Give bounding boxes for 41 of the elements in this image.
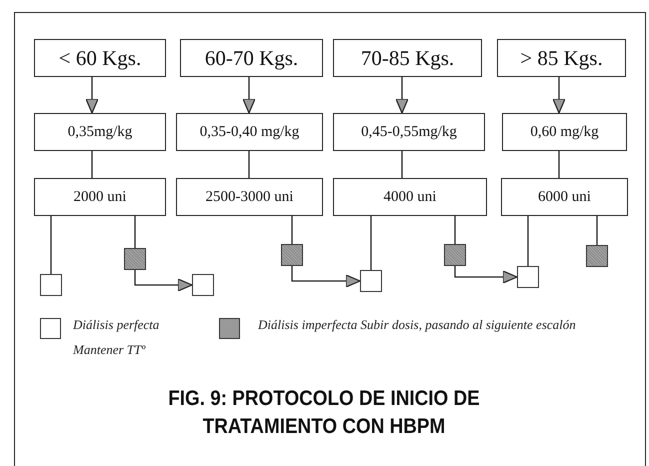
connector-line — [558, 151, 560, 178]
shaded-square-marker — [281, 244, 303, 266]
process-box: 0,45-0,55mg/kg — [333, 113, 485, 151]
empty-square-marker — [517, 266, 539, 288]
process-box: 0,35-0,40 mg/kg — [176, 113, 323, 151]
connector-line — [91, 151, 93, 178]
arrow — [552, 77, 566, 114]
connector-line — [370, 216, 372, 270]
empty-square-marker — [40, 274, 62, 296]
legend-text: Diálisis perfecta Mantener TTº — [73, 316, 160, 359]
process-box: 0,35mg/kg — [34, 113, 166, 151]
connector-line — [134, 216, 136, 248]
connector-line — [454, 216, 456, 244]
process-box: 2500-3000 uni — [176, 178, 323, 216]
connector-line — [50, 216, 52, 274]
figure-caption: FIG. 9: PROTOCOLO DE INICIO DE TRATAMIENTO CON HBPM — [167, 386, 481, 440]
connector-line — [291, 216, 293, 244]
arrow — [454, 266, 518, 284]
process-box: 4000 uni — [333, 178, 487, 216]
shaded-square-marker — [124, 248, 146, 270]
connector-line — [527, 216, 529, 266]
process-box: 2000 uni — [34, 178, 166, 216]
process-box: > 85 Kgs. — [497, 39, 626, 77]
legend-text: Diálisis imperfecta Subir dosis, pasando al siguiente escalón — [258, 316, 577, 334]
process-box: 6000 uni — [501, 178, 628, 216]
connector-line — [248, 151, 250, 178]
arrow — [395, 77, 409, 114]
connector-line — [596, 216, 598, 245]
process-box: 0,60 mg/kg — [502, 113, 627, 151]
arrow — [242, 77, 256, 114]
arrow — [134, 270, 193, 292]
process-box: 60-70 Kgs. — [180, 39, 323, 77]
shaded-square-marker — [586, 245, 608, 267]
arrow — [85, 77, 99, 114]
process-box: 70-85 Kgs. — [333, 39, 482, 77]
shaded-square-marker — [444, 244, 466, 266]
connector-line — [401, 151, 403, 178]
arrow — [291, 266, 361, 288]
process-box: < 60 Kgs. — [34, 39, 166, 77]
empty-square-marker — [192, 274, 214, 296]
empty-square-marker — [360, 270, 382, 292]
